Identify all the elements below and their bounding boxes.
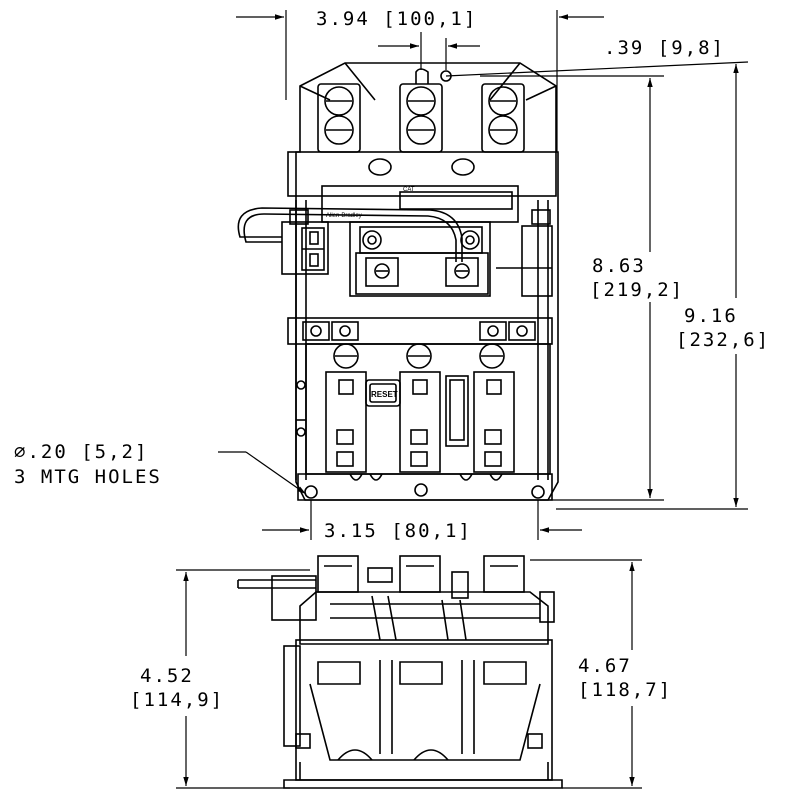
reset-label: RESET — [371, 390, 398, 399]
dim-hole-spacing: 3.15 [80,1] — [324, 520, 472, 542]
dim-overall-width: 3.94 [100,1] — [316, 8, 477, 30]
dim-inner-height-metric: [219,2] — [590, 279, 684, 301]
coil-wire-loop — [237, 207, 463, 262]
side-base — [283, 779, 563, 789]
top-knob — [415, 68, 429, 84]
brand-label: Allen-Bradley — [326, 213, 362, 219]
dim-hole-diameter: ∅.20 [5,2] — [14, 441, 148, 463]
front-base — [297, 473, 553, 501]
terminal-barrier — [287, 151, 557, 197]
dimension-lines — [176, 10, 749, 789]
dim-depth-left-metric: [114,9] — [130, 689, 224, 711]
side-main-body — [295, 639, 553, 781]
cat-label: CAT — [403, 187, 415, 193]
dim-depth-right: 4.67 — [578, 655, 632, 677]
dim-overall-height: 9.16 — [684, 305, 738, 327]
side-view — [237, 555, 563, 789]
dim-depth-left: 4.52 — [140, 665, 194, 687]
coil-block — [349, 221, 491, 297]
dim-inner-height: 8.63 — [592, 255, 646, 277]
side-wire-lead — [237, 579, 316, 589]
dim-hole-count: 3 MTG HOLES — [14, 466, 162, 488]
dim-terminal-offset: .39 [9,8] — [604, 37, 725, 59]
side-upper-body — [299, 591, 549, 645]
dim-depth-right-metric: [118,7] — [578, 679, 672, 701]
aux-terminal-left — [281, 221, 329, 275]
top-terminals — [317, 83, 525, 153]
front-view — [237, 62, 559, 501]
overload-screws — [333, 343, 505, 369]
front-cover-bevel — [299, 62, 557, 101]
dim-overall-height-metric: [232,6] — [676, 329, 770, 351]
reset-button[interactable] — [365, 379, 401, 407]
